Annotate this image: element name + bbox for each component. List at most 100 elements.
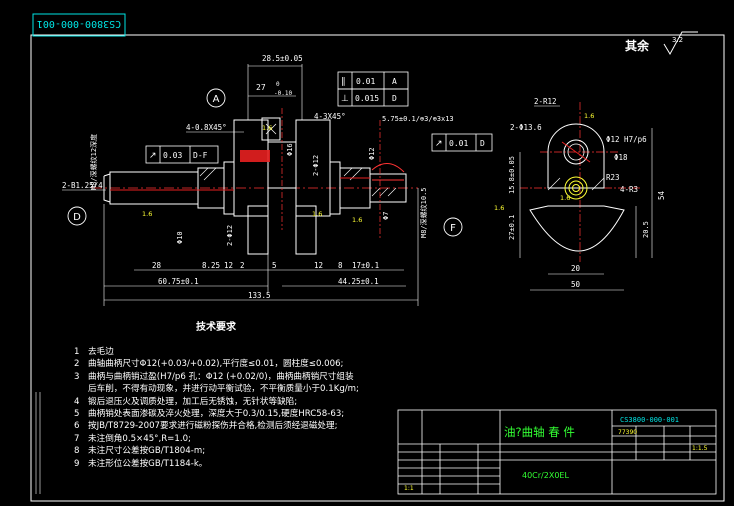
svg-text:0.01: 0.01	[356, 77, 375, 86]
svg-text:↗: ↗	[149, 151, 157, 161]
svg-text:8.25: 8.25	[202, 261, 220, 270]
svg-text:0: 0	[276, 81, 280, 88]
svg-text:0.015: 0.015	[355, 94, 379, 103]
svg-text:4-3X45°: 4-3X45°	[314, 112, 346, 121]
part-name: 油?曲轴 春 件	[504, 425, 575, 439]
svg-text:12: 12	[224, 261, 233, 270]
svg-text:0.03: 0.03	[163, 151, 182, 160]
svg-text:54: 54	[657, 190, 666, 200]
crankshaft-main-view	[92, 108, 418, 255]
svg-text:-0.10: -0.10	[274, 90, 292, 97]
svg-text:∥: ∥	[341, 77, 346, 87]
drawing-number-stamp: CS3800-000-001	[32, 13, 126, 37]
crank-side-view	[520, 102, 640, 262]
svg-text:20.5: 20.5	[642, 221, 650, 238]
svg-text:1.6: 1.6	[494, 204, 504, 212]
svg-text:77390: 77390	[618, 429, 637, 436]
svg-text:1.6: 1.6	[142, 210, 152, 218]
svg-text:1.6: 1.6	[312, 210, 322, 218]
svg-text:1.6: 1.6	[352, 216, 362, 224]
material: 40Cr/2X0EL	[522, 471, 569, 480]
svg-text:28: 28	[152, 261, 162, 270]
svg-text:5: 5	[272, 261, 277, 270]
svg-text:CS3800-000-001: CS3800-000-001	[37, 18, 121, 29]
svg-text:2-Φ13.6: 2-Φ13.6	[510, 123, 542, 132]
side-dimensions	[519, 128, 653, 291]
svg-text:8: 8	[338, 261, 343, 270]
main-dimensions	[103, 64, 419, 306]
datum-d: D	[67, 206, 87, 226]
svg-text:27±0.1: 27±0.1	[508, 215, 516, 240]
svg-text:R23: R23	[606, 173, 620, 182]
svg-text:↗: ↗	[435, 139, 443, 149]
svg-text:D-F: D-F	[193, 151, 208, 160]
roughness-note: 其余 3.2	[625, 31, 698, 56]
svg-text:2: 2	[240, 261, 245, 270]
svg-text:D: D	[73, 212, 81, 223]
svg-text:27: 27	[256, 83, 266, 92]
svg-text:3.2: 3.2	[672, 36, 683, 44]
svg-text:1.6: 1.6	[584, 112, 594, 120]
svg-text:0.01: 0.01	[449, 139, 468, 148]
svg-text:Φ12: Φ12	[368, 147, 376, 160]
svg-text:133.5: 133.5	[248, 291, 271, 300]
svg-text:D: D	[392, 94, 397, 103]
svg-text:1:1.5: 1:1.5	[692, 445, 708, 452]
svg-text:28.5±0.05: 28.5±0.05	[262, 54, 303, 63]
svg-text:A: A	[213, 94, 220, 105]
svg-text:4-0.8X45°: 4-0.8X45°	[186, 123, 227, 132]
svg-text:Φ7: Φ7	[382, 212, 390, 220]
svg-text:20: 20	[571, 264, 581, 273]
svg-text:2-R12: 2-R12	[534, 97, 557, 106]
svg-text:Φ12 H7/p6: Φ12 H7/p6	[606, 135, 647, 144]
svg-text:Φ10: Φ10	[176, 231, 184, 244]
tolerance-frame-2: ⊥ 0.015 D	[337, 88, 409, 107]
drawing-no: CS3800-000-001	[620, 416, 679, 424]
svg-text:F: F	[450, 223, 456, 234]
tolerance-frame-4: ↗ 0.01 D	[431, 133, 493, 152]
svg-text:M8/深螺纹12深度: M8/深螺纹12深度	[89, 134, 98, 190]
svg-text:Φ16: Φ16	[286, 143, 294, 156]
tolerance-frame-1: ∥ 0.01 A	[337, 71, 409, 90]
svg-text:2-Φ12: 2-Φ12	[312, 155, 320, 176]
svg-text:2-B1.25/4: 2-B1.25/4	[62, 181, 103, 190]
svg-text:M8/深螺纹10.5: M8/深螺纹10.5	[419, 187, 428, 238]
svg-text:1.6: 1.6	[560, 194, 570, 202]
svg-text:1.6: 1.6	[262, 124, 272, 132]
note-item: 后车削，不得有动现象，并进行动平衡试验，不平衡质量小于0.1Kg/m;	[88, 384, 359, 395]
svg-text:其余: 其余	[625, 38, 650, 53]
svg-text:Φ18: Φ18	[614, 153, 628, 162]
svg-text:50: 50	[571, 280, 581, 289]
svg-text:12: 12	[314, 261, 323, 270]
svg-text:⊥: ⊥	[341, 94, 349, 104]
drawing-frame	[30, 34, 725, 502]
svg-text:15.8±0.05: 15.8±0.05	[508, 156, 516, 194]
svg-text:5.75±0.1/⊕3/⊕3x13: 5.75±0.1/⊕3/⊕3x13	[382, 115, 454, 123]
svg-text:1:1: 1:1	[404, 485, 414, 492]
svg-text:44.25±0.1: 44.25±0.1	[338, 277, 379, 286]
roughness-marks: 1.6 1.6 1.6 1.6 1.6 1.6 1.6	[142, 112, 594, 224]
svg-text:60.75±0.1: 60.75±0.1	[158, 277, 199, 286]
notes-title: 技术要求	[196, 320, 237, 333]
svg-text:2-Φ12: 2-Φ12	[226, 225, 234, 246]
datum-f: F	[443, 217, 463, 237]
svg-text:4-R3: 4-R3	[620, 185, 638, 194]
svg-text:D: D	[480, 139, 485, 148]
datum-a: A	[206, 88, 226, 108]
title-block	[397, 409, 717, 495]
svg-text:A: A	[392, 77, 397, 86]
tolerance-frame-3: ↗ 0.03 D-F	[145, 145, 219, 164]
svg-text:17±0.1: 17±0.1	[352, 261, 379, 270]
